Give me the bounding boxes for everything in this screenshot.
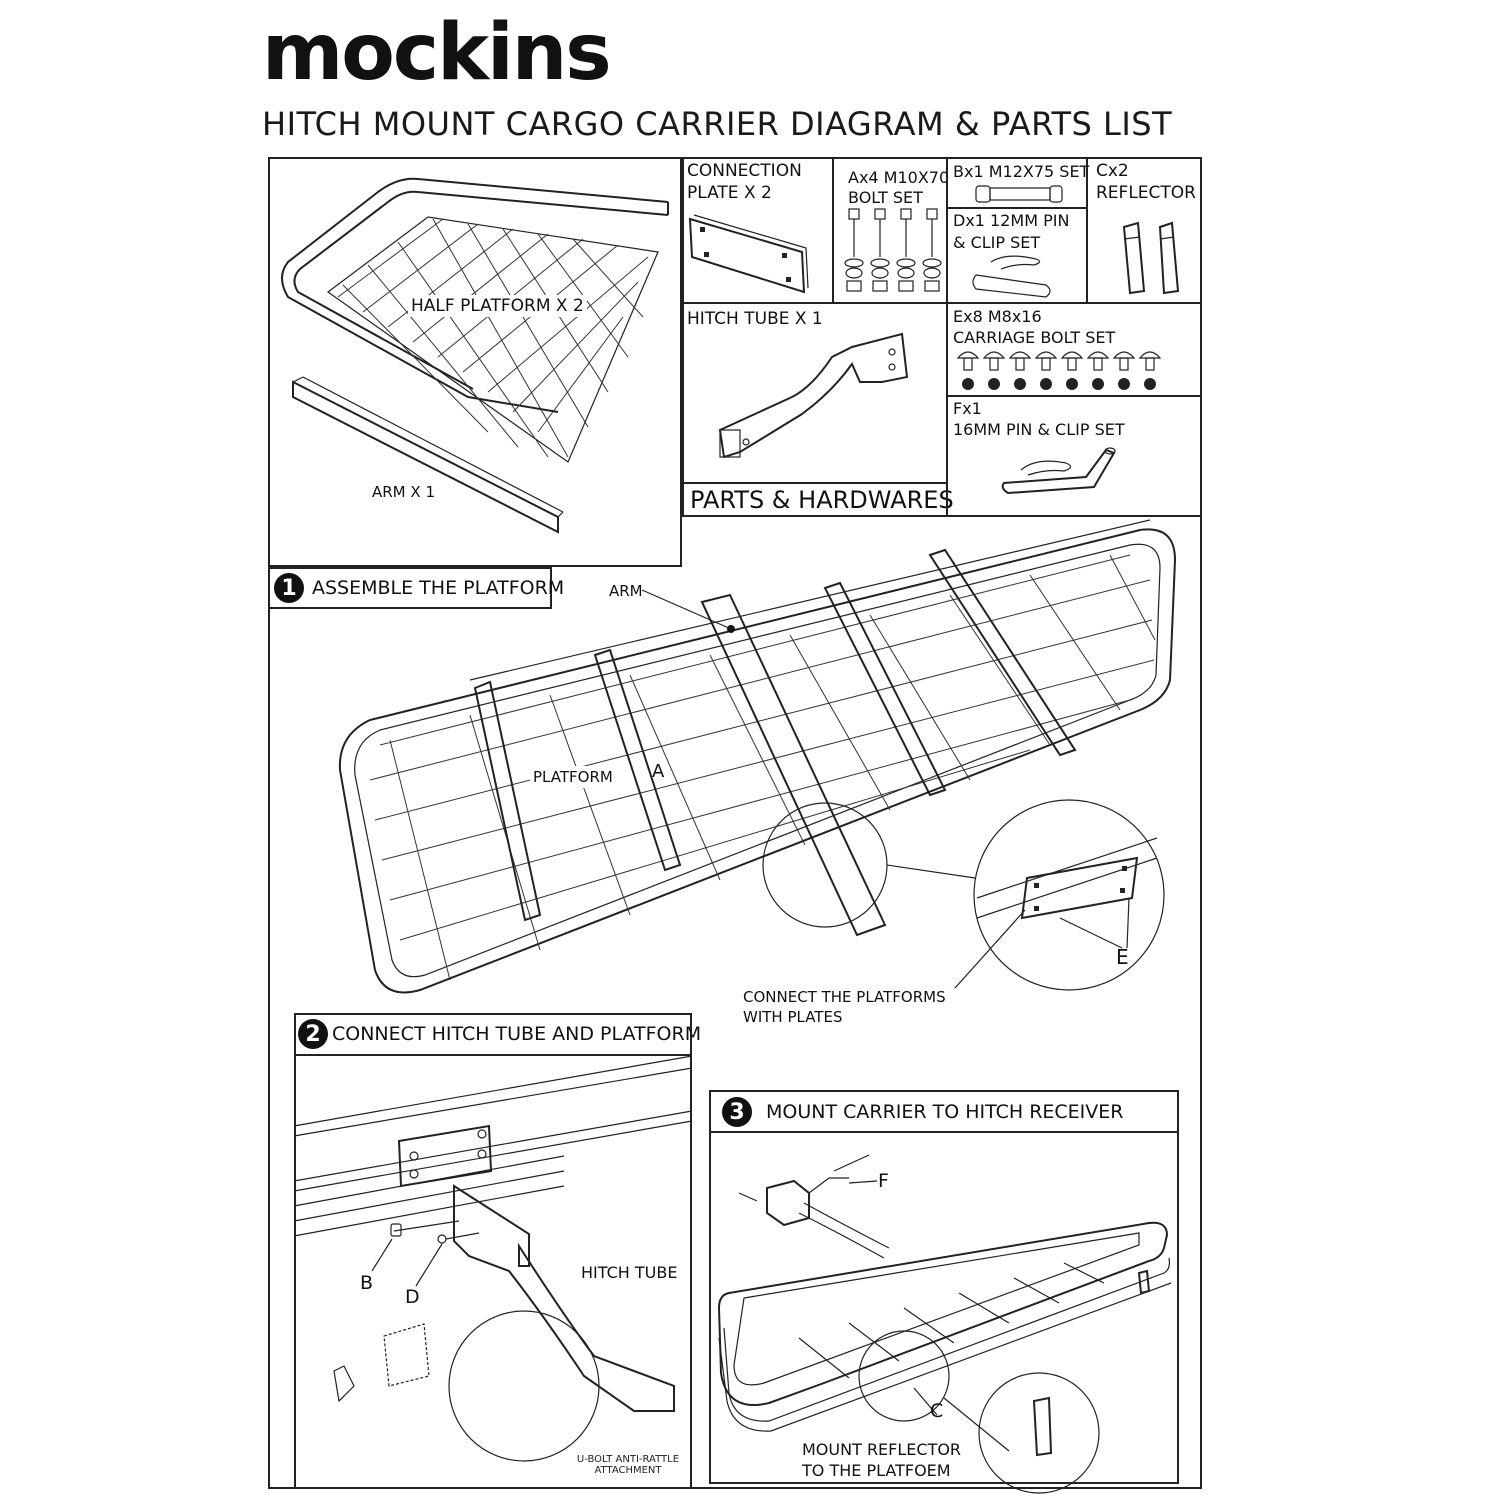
arm-callout: ARM bbox=[609, 582, 643, 600]
pin-f-label-2: 16MM PIN & CLIP SET bbox=[953, 420, 1125, 439]
connection-plate-label-2: PLATE X 2 bbox=[687, 183, 772, 203]
step-1-header-box bbox=[268, 567, 552, 609]
step-3-header: 3 MOUNT CARRIER TO HITCH RECEIVER bbox=[722, 1097, 1124, 1127]
connect-plates-note-2: WITH PLATES bbox=[743, 1008, 843, 1026]
step-3-number-badge: 3 bbox=[722, 1097, 752, 1127]
pin-d-label-2: & CLIP SET bbox=[953, 233, 1041, 252]
hitch-receiver-drawing bbox=[717, 1154, 1172, 1494]
bolt-b-callout: B bbox=[360, 1272, 374, 1294]
half-platform-label: HALF PLATFORM X 2 bbox=[408, 295, 587, 317]
reflector-label-2: REFLECTOR bbox=[1096, 183, 1196, 203]
step-2-number-badge: 2 bbox=[298, 1019, 328, 1049]
reflector-icon bbox=[1122, 221, 1180, 295]
step-2-header-box bbox=[294, 1013, 692, 1056]
pin-f-cell bbox=[946, 395, 1202, 517]
step-1-header: 1 ASSEMBLE THE PLATFORM bbox=[274, 573, 564, 603]
reflector-c-callout: C bbox=[930, 1400, 944, 1422]
bolt-a-callout: A bbox=[652, 761, 665, 782]
bolt-b-label: Bx1 M12X75 SET bbox=[953, 162, 1090, 181]
mount-reflector-note-2: TO THE PLATFOEM bbox=[802, 1461, 951, 1480]
connection-plate-icon bbox=[688, 214, 809, 294]
pin-clip-icon bbox=[972, 255, 1051, 298]
hitch-tube-connection-drawing bbox=[293, 1055, 693, 1462]
ubolt-note-1: U-BOLT ANTI-RATTLE bbox=[576, 1454, 680, 1465]
platform-callout: PLATFORM bbox=[530, 766, 616, 788]
half-platform-drawing bbox=[281, 177, 669, 534]
parts-section-label: PARTS & HARDWARES bbox=[690, 486, 954, 514]
hitch-tube-label: HITCH TUBE X 1 bbox=[687, 309, 823, 329]
pin-d-label-1: Dx1 12MM PIN bbox=[953, 211, 1070, 230]
hitch-tube-icon bbox=[718, 332, 909, 459]
plate-detail-zoom bbox=[973, 799, 1165, 991]
half-platform-panel bbox=[268, 157, 682, 567]
step-2-header: 2 CONNECT HITCH TUBE AND PLATFORM bbox=[298, 1019, 701, 1049]
step-1-number-badge: 1 bbox=[274, 573, 304, 603]
step-2-title: CONNECT HITCH TUBE AND PLATFORM bbox=[332, 1023, 702, 1045]
platform-assembly-drawing bbox=[338, 519, 1177, 994]
arm-label: ARM X 1 bbox=[372, 483, 435, 501]
step-1-title: ASSEMBLE THE PLATFORM bbox=[312, 577, 565, 599]
carriage-bolt-label-2: CARRIAGE BOLT SET bbox=[953, 328, 1116, 347]
brand-logo: mockins bbox=[262, 8, 612, 98]
plate-note-leader bbox=[954, 909, 1026, 989]
mount-reflector-note-1: MOUNT REFLECTOR bbox=[802, 1440, 962, 1459]
hitch-tube-callout: HITCH TUBE bbox=[581, 1263, 678, 1282]
bolt-a-label-1: Ax4 M10X70 bbox=[848, 168, 950, 187]
pin-f-callout: F bbox=[878, 1170, 889, 1192]
connect-plates-note-1: CONNECT THE PLATFORMS bbox=[743, 988, 946, 1006]
bolt-b-icon bbox=[975, 185, 1063, 203]
ubolt-note-2: ATTACHMENT bbox=[594, 1465, 662, 1476]
step-3-title: MOUNT CARRIER TO HITCH RECEIVER bbox=[766, 1101, 1124, 1123]
bolt-e-callout: E bbox=[1116, 945, 1129, 969]
step-3-header-box bbox=[709, 1090, 1179, 1133]
bolt-a-label-2: BOLT SET bbox=[848, 188, 923, 207]
connection-plate-label-1: CONNECTION bbox=[687, 161, 802, 181]
carriage-bolt-icon bbox=[956, 351, 1162, 390]
page-title: HITCH MOUNT CARGO CARRIER DIAGRAM & PART… bbox=[262, 105, 1173, 143]
bolt-set-icon bbox=[844, 208, 942, 292]
carriage-bolt-label-1: Ex8 M8x16 bbox=[953, 307, 1042, 326]
pin-f-icon bbox=[1001, 447, 1116, 495]
pin-d-callout: D bbox=[405, 1286, 420, 1308]
pin-f-label-1: Fx1 bbox=[953, 399, 982, 418]
reflector-label-1: Cx2 bbox=[1096, 161, 1129, 181]
